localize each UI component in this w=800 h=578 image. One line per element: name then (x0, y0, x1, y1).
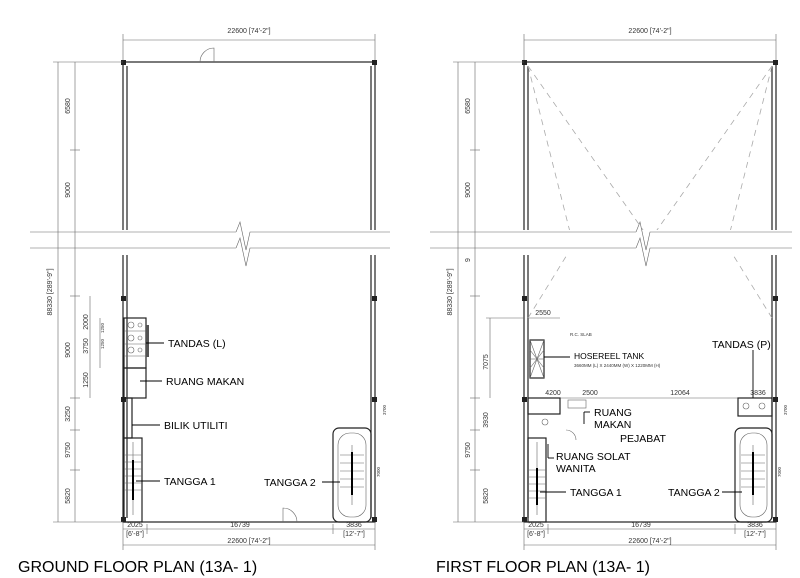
ruang-makan-room (123, 367, 147, 399)
first-dim-6580: 6580 (465, 98, 472, 114)
dim-6580: 6580 (65, 98, 72, 114)
label-ruang-makan-line2: MAKAN (594, 419, 631, 431)
hosereel-tank (529, 339, 545, 379)
first-staircase-1 (527, 437, 547, 523)
first-bottom-dim-3836: 3836 (747, 522, 763, 529)
dim-9750: 9750 (65, 442, 72, 458)
top-width-dimension: 22600 [74'-2"] (227, 28, 270, 35)
right-dim-7000: 7000 (376, 466, 381, 477)
label-tandas-l: TANDAS (L) (168, 338, 226, 350)
first-bottom-dim-3836-imperial: [12'-7"] (744, 531, 766, 538)
label-bilik-utiliti: BILIK UTILITI (164, 420, 228, 432)
label-tangga-2: TANGGA 2 (264, 477, 316, 489)
first-top-width-dimension: 22600 [74'-2"] (628, 28, 671, 35)
label-pejabat: PEJABAT (620, 433, 666, 445)
label-hosereel-tank-dimensions: 3660MM (L) X 2440MM (W) X 1220MM (H) (574, 363, 661, 368)
overall-height-dimension: 88330 [289'-9"] (47, 268, 54, 315)
bottom-dim-3836: 3836 (346, 522, 362, 529)
void-diagonal (527, 65, 651, 241)
break-line (235, 220, 390, 251)
label-tandas-p: TANDAS (P) (712, 339, 771, 351)
first-room-block (527, 397, 561, 415)
inner-dim-4200: 4200 (545, 390, 561, 397)
bottom-dim-16739: 16739 (230, 522, 250, 529)
building-outline (122, 61, 376, 523)
dim-3930: 3250 (65, 406, 72, 422)
dim-1250-b: 1250 (100, 338, 105, 349)
dim-2000: 2000 (83, 314, 90, 330)
dim-5820: 5820 (65, 488, 72, 504)
staircase-1 (123, 437, 143, 523)
ground-floor-plan: 22600 [74'-2"] 88330 [289'-9"] 658 (18, 28, 390, 576)
entrance-door-swing (199, 47, 215, 63)
door-swing-solat (565, 429, 577, 441)
first-right-dim-7000: 7000 (777, 466, 782, 477)
bottom-dim-2025: 2025 (127, 522, 143, 529)
inner-dim-12064: 12064 (670, 390, 690, 397)
first-bottom-width-dimension: 22600 [74'-2"] (628, 538, 671, 545)
front-door-swing (282, 507, 298, 523)
label-hosereel-tank: HOSEREEL TANK (574, 351, 645, 361)
label-ruang-makan: RUANG MAKAN (166, 376, 244, 388)
first-building-outline (523, 61, 777, 523)
inner-dim-2550: 2550 (535, 310, 551, 317)
first-bottom-dim-2025-imperial: [6'-8"] (527, 531, 545, 538)
first-dim-5820: 5820 (483, 488, 490, 504)
toilet-block-p (737, 397, 773, 417)
label-ruang-makan-line1: RUANG (594, 407, 632, 419)
first-bottom-dim-16739: 16739 (631, 522, 651, 529)
first-overall-height-dimension: 88330 [289'-9"] (447, 268, 454, 315)
bottom-width-dimension: 22600 [74'-2"] (227, 538, 270, 545)
ground-floor-title: GROUND FLOOR PLAN (13A- 1) (18, 559, 257, 576)
first-dim-9000: 9000 (465, 182, 472, 198)
bottom-dim-2025-imperial: [6'-8"] (126, 531, 144, 538)
label-first-tangga-1: TANGGA 1 (570, 487, 622, 499)
first-right-dim-3700: 3700 (783, 404, 788, 415)
label-ruang-solat-line2: WANITA (556, 463, 596, 475)
dim-3250: 1250 (83, 372, 90, 388)
first-dim-9750: 9750 (465, 442, 472, 458)
dim-9000-lower: 9000 (65, 342, 72, 358)
bottom-dim-3836-imperial: [12'-7"] (343, 531, 365, 538)
toilet-block (123, 317, 149, 369)
inner-dim-2500: 2500 (582, 390, 598, 397)
first-floor-plan: 22600 [74'-2"] (430, 28, 792, 576)
rc-slab-label: R.C. SLAB (570, 332, 592, 337)
first-dim-7075: 7075 (483, 354, 490, 370)
bilik-utiliti-room (123, 397, 133, 439)
first-floor-title: FIRST FLOOR PLAN (13A- 1) (436, 559, 650, 576)
dim-1250-a: 1250 (100, 322, 105, 333)
dim-3750: 3750 (83, 338, 90, 354)
inner-dim-3836: 3836 (750, 390, 766, 397)
label-tangga-1: TANGGA 1 (164, 476, 216, 488)
staircase-2 (332, 427, 372, 523)
dim-9000-upper: 9000 (65, 182, 72, 198)
first-staircase-2 (734, 427, 773, 523)
first-bottom-dim-2025: 2025 (528, 522, 544, 529)
first-dim-9: 9 (465, 258, 472, 262)
first-dim-3930: 3930 (483, 412, 490, 428)
label-ruang-solat-line1: RUANG SOLAT (556, 451, 631, 463)
label-first-tangga-2: TANGGA 2 (668, 487, 720, 499)
right-dim-3700: 3700 (382, 404, 387, 415)
